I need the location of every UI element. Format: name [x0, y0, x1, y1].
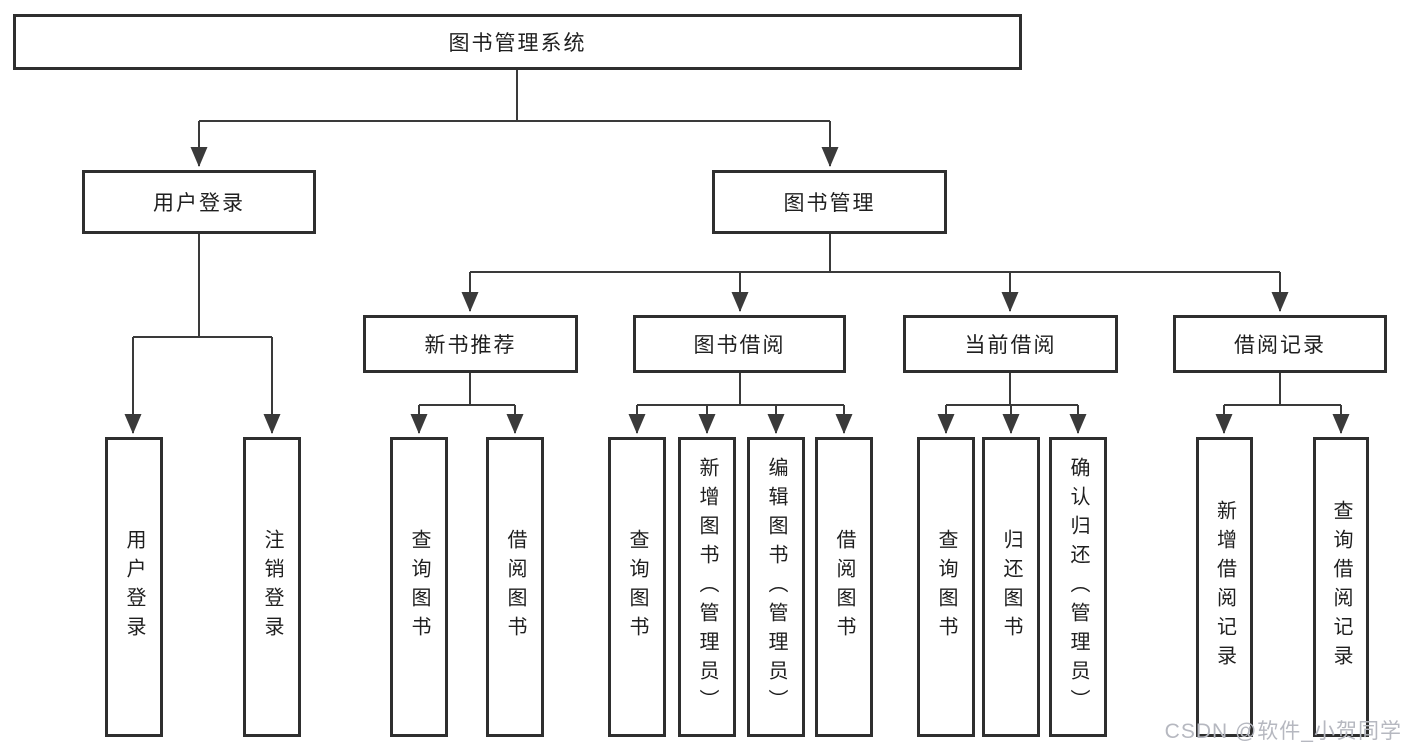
leaf-label: 用户登录: [123, 529, 145, 645]
node-root-label: 图书管理系统: [448, 32, 587, 55]
leaf-label: 新增图书（管理员）: [696, 456, 718, 718]
leaf-confirm-return-admin: 确认归还（管理员）: [1049, 437, 1107, 737]
leaf-user-login: 用户登录: [105, 437, 163, 737]
watermark: CSDN @软件_小贺同学: [1164, 720, 1402, 743]
leaf-query-borrow-record: 查询借阅记录: [1313, 437, 1369, 737]
leaf-label: 查询图书: [935, 529, 957, 645]
leaf-label: 新增借阅记录: [1213, 500, 1236, 674]
node-current-borrow: 当前借阅: [903, 315, 1118, 373]
node-root: 图书管理系统: [13, 14, 1022, 70]
node-book-borrow: 图书借阅: [633, 315, 846, 373]
node-user-login: 用户登录: [82, 170, 316, 234]
node-book-management: 图书管理: [712, 170, 947, 234]
connector-root: [199, 70, 830, 122]
leaf-label: 查询图书: [408, 529, 430, 645]
leaf-add-book-admin: 新增图书（管理员）: [678, 437, 736, 737]
leaf-label: 查询借阅记录: [1330, 500, 1352, 674]
leaf-edit-book-admin: 编辑图书（管理员）: [747, 437, 805, 737]
connector-book-management: [470, 234, 1280, 273]
node-new-book-recommend-label: 新书推荐: [424, 334, 517, 357]
leaf-label: 注销登录: [261, 529, 283, 645]
leaf-label: 确认归还（管理员）: [1067, 456, 1089, 718]
leaf-query-books-borrow: 查询图书: [608, 437, 666, 737]
leaf-query-books-current: 查询图书: [917, 437, 975, 737]
leaf-return-book: 归还图书: [982, 437, 1040, 737]
leaf-label: 归还图书: [1000, 529, 1022, 645]
leaf-add-borrow-record: 新增借阅记录: [1196, 437, 1253, 737]
leaf-label: 借阅图书: [833, 529, 855, 645]
node-user-login-label: 用户登录: [153, 192, 245, 215]
node-borrow-records: 借阅记录: [1173, 315, 1387, 373]
leaf-logout: 注销登录: [243, 437, 301, 737]
connector-borrow-records: [1224, 373, 1341, 406]
leaf-label: 编辑图书（管理员）: [765, 456, 787, 718]
connector-user-login: [133, 234, 272, 338]
leaf-borrow-books-recommend: 借阅图书: [486, 437, 544, 737]
node-borrow-records-label: 借阅记录: [1234, 334, 1326, 357]
node-new-book-recommend: 新书推荐: [363, 315, 578, 373]
leaf-query-books-recommend: 查询图书: [390, 437, 448, 737]
leaf-label: 借阅图书: [504, 529, 526, 645]
node-book-borrow-label: 图书借阅: [693, 334, 786, 357]
connector-new-book: [419, 373, 515, 406]
connector-book-borrow: [637, 373, 844, 406]
connector-current-borrow: [946, 373, 1078, 406]
node-current-borrow-label: 当前借阅: [964, 334, 1057, 357]
node-book-management-label: 图书管理: [783, 192, 876, 215]
leaf-borrow-books-borrow: 借阅图书: [815, 437, 873, 737]
leaf-label: 查询图书: [626, 529, 648, 645]
